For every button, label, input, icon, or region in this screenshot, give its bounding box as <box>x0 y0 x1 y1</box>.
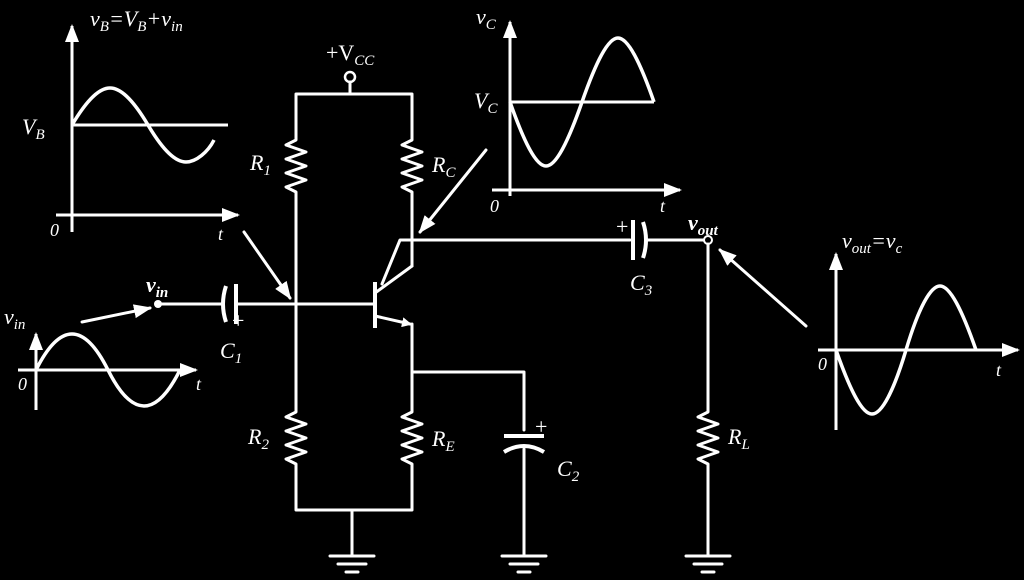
vout-graph-title: vout=vc <box>842 228 903 257</box>
top-rail <box>294 92 414 132</box>
vc-waveform <box>508 36 656 168</box>
c1-plus: + <box>232 308 244 333</box>
rl-label: RL <box>727 424 750 453</box>
rl-resistor <box>696 403 720 558</box>
base-pointer-arrow <box>242 230 292 300</box>
vin-time-label: t <box>196 374 202 394</box>
vb-waveform <box>70 86 216 164</box>
vin-pointer-arrow <box>80 304 152 324</box>
collector-pointer-arrow <box>418 148 488 234</box>
c1-label: C1 <box>220 338 242 367</box>
c2-capacitor-curved-plate <box>502 444 546 454</box>
vc-time-label: t <box>660 196 666 216</box>
vb-zero-label: 0 <box>50 220 59 240</box>
c3-plus: + <box>616 214 628 239</box>
re-resistor <box>400 403 424 474</box>
circuit: +VCC R1 RC R2 <box>146 40 750 574</box>
vb-title: vB=VB+vin <box>90 6 183 35</box>
vout-waveform <box>834 284 978 416</box>
re-label: RE <box>431 426 455 455</box>
ground-symbol <box>500 554 548 574</box>
vin-label: vin <box>146 272 168 301</box>
vb-time-label: t <box>218 224 224 244</box>
r2-label: R2 <box>247 424 269 453</box>
base-voltage-graph: vB=VB+vin VB 0 t <box>22 6 240 244</box>
r1-resistor <box>284 128 308 202</box>
collector-voltage-graph: vC VC 0 t <box>474 4 682 216</box>
vc-zero-label: 0 <box>490 196 499 216</box>
ground-symbol <box>328 554 376 574</box>
r2-resistor <box>284 403 308 474</box>
output-voltage-graph: vout=vc 0 t <box>818 228 1020 430</box>
vin-zero-label: 0 <box>18 374 27 394</box>
ground-symbol <box>684 554 732 574</box>
vin-graph-title: vin <box>4 304 25 333</box>
vin-waveform <box>34 332 182 408</box>
vout-zero-label: 0 <box>818 354 827 374</box>
vout-time-label: t <box>996 360 1002 380</box>
c2-plus: + <box>535 414 547 439</box>
input-voltage-graph: vin 0 t <box>4 304 202 410</box>
vout-pointer-arrow <box>718 248 808 328</box>
vc-title: vC <box>476 4 497 33</box>
vout-label: vout <box>688 210 719 239</box>
c2-label: C2 <box>557 456 580 485</box>
vc-level-label: VC <box>474 88 498 117</box>
pointer-arrows <box>80 148 808 328</box>
c1-capacitor-curved-plate <box>221 285 228 323</box>
vcc-label: +VCC <box>326 40 375 69</box>
c3-label: C3 <box>630 270 652 299</box>
r1-label: R1 <box>249 150 271 179</box>
rc-label: RC <box>431 152 456 181</box>
vb-level-label: VB <box>22 114 45 143</box>
rc-resistor <box>400 128 424 202</box>
